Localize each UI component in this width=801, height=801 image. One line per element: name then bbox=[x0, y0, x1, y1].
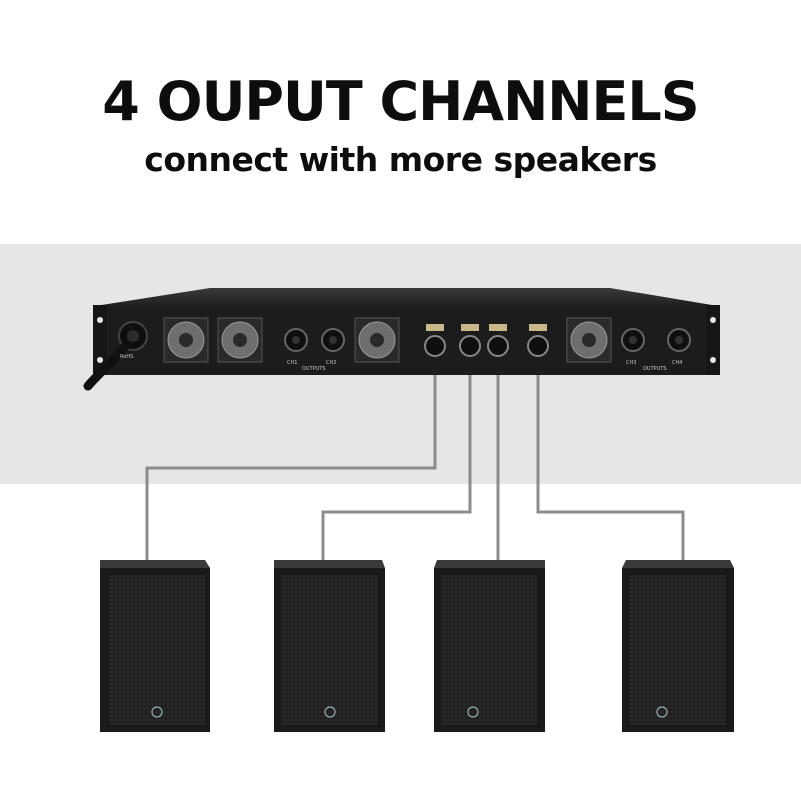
channel-label-ch2: CH2 bbox=[326, 360, 336, 366]
speakon-connector bbox=[621, 328, 645, 352]
power-cord bbox=[83, 340, 131, 391]
rack-ear-left bbox=[93, 305, 107, 375]
speaker-cables bbox=[145, 355, 685, 565]
headline-subtitle: connect with more speakers bbox=[144, 140, 657, 179]
xlr-connector bbox=[527, 324, 549, 357]
speaker-logo-icon bbox=[151, 706, 163, 718]
speaker-logo-icon bbox=[467, 706, 479, 718]
outputs-label: OUTPUTS bbox=[302, 366, 326, 372]
speakon-connector bbox=[667, 328, 691, 352]
speaker-1 bbox=[100, 560, 210, 732]
speaker-3 bbox=[434, 560, 545, 732]
channel-label-ch1: CH1 bbox=[287, 360, 297, 366]
rack-hole-icon bbox=[710, 317, 716, 323]
xlr-connector bbox=[487, 324, 509, 357]
cable-ch4 bbox=[536, 355, 685, 565]
speakon-connector bbox=[284, 328, 308, 352]
rack-hole-icon bbox=[97, 357, 103, 363]
cable-ch1 bbox=[145, 355, 437, 565]
fan-icon bbox=[354, 317, 400, 363]
rack-hole-icon bbox=[97, 317, 103, 323]
amplifier: RoHS bbox=[83, 288, 720, 391]
fan-icon bbox=[217, 317, 263, 363]
speaker-logo-icon bbox=[656, 706, 668, 718]
xlr-connector bbox=[459, 324, 481, 357]
fan-icon bbox=[566, 317, 612, 363]
xlr-connector bbox=[424, 324, 446, 357]
channel-label-ch4: CH4 bbox=[672, 360, 682, 366]
rack-hole-icon bbox=[710, 357, 716, 363]
outputs-label: OUTPUTS bbox=[643, 366, 667, 372]
speaker-4 bbox=[622, 560, 734, 732]
power-inlet bbox=[83, 321, 148, 391]
cable-ch2 bbox=[321, 355, 472, 565]
cert-label: RoHS bbox=[120, 354, 133, 360]
fan-icon bbox=[163, 317, 209, 363]
speaker-logo-icon bbox=[324, 706, 336, 718]
rack-ear-right bbox=[706, 305, 720, 375]
channel-label-ch3: CH3 bbox=[626, 360, 636, 366]
speakon-connector bbox=[321, 328, 345, 352]
speaker-2 bbox=[274, 560, 385, 732]
amplifier-top bbox=[95, 288, 718, 306]
headline-title: 4 OUPUT CHANNELS bbox=[102, 70, 699, 133]
